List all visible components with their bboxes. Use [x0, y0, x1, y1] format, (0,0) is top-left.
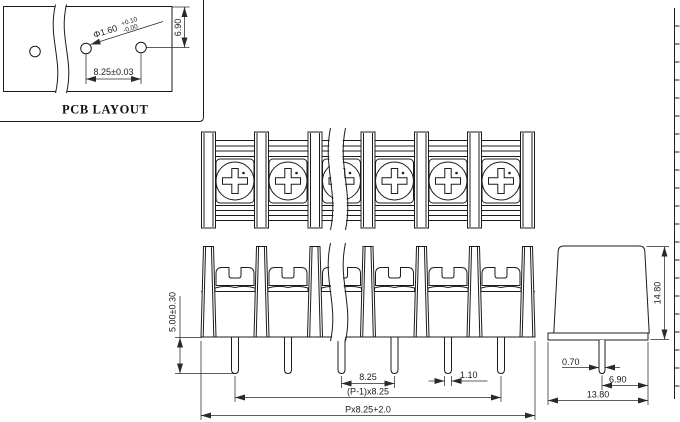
dim-hole-diameter: Φ1.60 +0.10 -0.00	[90, 16, 164, 45]
pin-pitch-label: 8.25	[359, 372, 377, 382]
body-height-label: 14.80	[653, 282, 663, 305]
dim-overall-width: Px8.25+2.0	[200, 341, 536, 420]
side-view: 14.80 0.70 6.90 13.80	[547, 245, 669, 405]
hole-spacing-label: 8.25±0.03	[94, 67, 134, 77]
front-view: 5.00±0.30 8.25 1.10 (P-1)x8.25	[168, 241, 536, 420]
pcb-board-outline	[3, 6, 173, 92]
hole-diameter-label: Φ1.60	[92, 23, 119, 40]
hole-edge-distance-label: 6.90	[173, 19, 183, 37]
pin-width-label: 1.10	[460, 370, 478, 380]
pcb-layout-view: Φ1.60 +0.10 -0.00 8.25±0.03 6.90 PCB LAY…	[0, 0, 204, 122]
base-width-label: 13.80	[587, 390, 610, 400]
hole-diameter-tol-minus: -0.00	[123, 23, 140, 34]
dim-pin-length: 5.00±0.30	[168, 292, 235, 374]
dim-body-height: 14.80	[646, 246, 669, 340]
pin-to-edge-label: 6.90	[609, 375, 627, 385]
side-view-pin	[598, 340, 606, 375]
dim-pin-span: (P-1)x8.25	[234, 376, 502, 402]
dim-pin-width: 1.10	[428, 370, 488, 386]
pcb-hole-right	[135, 41, 147, 54]
overall-width-label: Px8.25+2.0	[345, 405, 391, 415]
pcb-view-frame	[0, 0, 204, 122]
top-view	[201, 126, 535, 232]
pcb-hole-middle	[80, 42, 92, 55]
pin-span-label: (P-1)x8.25	[347, 387, 389, 397]
pcb-break-line	[52, 1, 70, 96]
pin-length-label: 5.00±0.30	[168, 292, 178, 332]
side-view-body	[553, 245, 650, 334]
top-view-break-line	[327, 126, 349, 232]
hole-diameter-tol-plus: +0.10	[120, 16, 138, 28]
dim-base-width: 13.80	[547, 342, 649, 405]
dim-hole-edge-distance: 6.90	[146, 6, 190, 48]
dim-side-pin-width: 0.70	[562, 357, 620, 371]
dim-pin-pitch: 8.25	[341, 372, 395, 388]
dim-pin-to-edge: 6.90	[601, 375, 648, 390]
side-pin-width-label: 0.70	[562, 357, 580, 367]
front-view-break-line	[327, 241, 349, 343]
pcb-hole-left	[29, 45, 41, 58]
pcb-layout-caption: PCB LAYOUT	[62, 103, 149, 117]
side-view-base	[547, 332, 649, 341]
dim-hole-spacing: 8.25±0.03	[85, 53, 142, 84]
front-view-pins	[231, 336, 505, 374]
sheet-border	[674, 8, 680, 399]
